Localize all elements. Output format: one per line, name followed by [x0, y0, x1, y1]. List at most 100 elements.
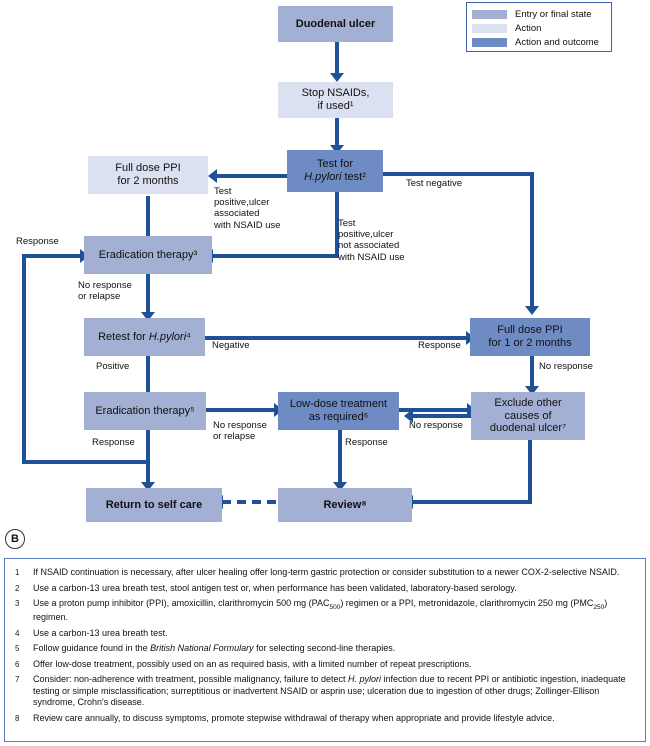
edge-label-positive: Positive	[96, 361, 130, 372]
edge-label-no-response-mid: No response	[409, 420, 463, 431]
footnote-item: 1 If NSAID continuation is necessary, af…	[15, 567, 635, 579]
connector-ppi1or2m-to-exclude	[530, 356, 534, 394]
node-label-eradication-therapy-5: Eradication therapy⁵	[95, 404, 195, 417]
footnote-text: Consider: non-adherence with treatment, …	[33, 674, 626, 708]
legend-swatch-action	[472, 23, 507, 33]
node-review[interactable]: Review⁸	[278, 488, 412, 522]
node-full-dose-ppi-2-months[interactable]: Full dose PPI for 2 months	[88, 156, 208, 194]
footnote-text: If NSAID continuation is necessary, afte…	[33, 567, 620, 577]
connector-exclude-down	[528, 440, 532, 504]
edge-label-no-response-right: No response	[539, 361, 593, 372]
edge-label-response-bottom-left: Response	[92, 437, 135, 448]
legend-item-action: Action	[472, 21, 606, 35]
connector-lowdose-to-review	[338, 430, 342, 488]
panel-label-b: B	[5, 529, 25, 549]
footnote-item: 4 Use a carbon-13 urea breath test.	[15, 628, 635, 640]
connector-stop-to-test	[335, 118, 339, 150]
footnote-text: Follow guidance found in the British Nat…	[33, 643, 396, 654]
connector-test-negative-right	[383, 172, 534, 176]
legend-label-entry: Entry or final state	[515, 8, 592, 20]
connector-test-negative-down	[530, 172, 534, 312]
node-label-exclude-other-causes: Exclude other causes of duodenal ulcer⁷	[489, 397, 567, 435]
edge-label-test-negative: Test negative	[406, 178, 462, 189]
footnote-number: 4	[15, 628, 20, 638]
connector-lowdose-to-exclude	[399, 408, 471, 412]
footnote-number: 8	[15, 713, 20, 723]
arrowhead-stop-nsaids	[330, 73, 344, 82]
connector-test-to-ppi2m	[216, 174, 287, 178]
footnote-text: Use a carbon-13 urea breath test, stool …	[33, 582, 517, 593]
footnote-number: 3	[15, 599, 20, 609]
connector-erad3-to-retest	[146, 274, 150, 318]
node-eradication-therapy-3[interactable]: Eradication therapy³	[84, 236, 212, 274]
node-test-for-hpylori[interactable]: Test for H.pylori test²	[287, 150, 383, 192]
footnote-item: 3 Use a proton pump inhibitor (PPI), amo…	[15, 598, 635, 624]
footnote-item: 8 Review care annually, to discuss sympt…	[15, 713, 635, 725]
node-retest-for-hpylori[interactable]: Retest for H.pylori⁴	[84, 318, 205, 356]
connector-ulcer-to-stop	[335, 42, 339, 78]
connector-retest-to-erad5	[146, 356, 150, 400]
edge-label-response-left-top: Response	[16, 236, 59, 247]
edge-label-no-response-or-relapse-2: No response or relapse	[213, 420, 267, 443]
connector-test-down	[335, 192, 339, 258]
connector-response-loop-top	[22, 254, 84, 258]
node-duodenal-ulcer[interactable]: Duodenal ulcer	[278, 6, 393, 42]
footnote-text: Use a carbon-13 urea breath test.	[33, 627, 168, 638]
legend-label-action: Action	[515, 22, 542, 34]
arrowhead-ppi2m	[208, 169, 217, 183]
node-label-test-for-hpylori: Test for H.pylori test²	[304, 158, 366, 183]
connector-response-loop-left	[22, 254, 26, 464]
node-eradication-therapy-5[interactable]: Eradication therapy⁵	[84, 392, 206, 430]
legend-item-both: Action and outcome	[472, 35, 606, 49]
connector-review-to-selfcare-dashed	[222, 500, 278, 504]
legend-swatch-both	[472, 37, 507, 47]
legend-item-entry: Entry or final state	[472, 7, 606, 21]
node-label-duodenal-ulcer: Duodenal ulcer	[295, 17, 376, 30]
legend: Entry or final state Action Action and o…	[466, 2, 612, 52]
edge-label-response-right-mid: Response	[418, 340, 461, 351]
edge-label-negative: Negative	[212, 340, 250, 351]
arrowhead-exclude-top	[525, 386, 539, 395]
connector-erad5-to-selfcare	[146, 430, 150, 488]
footnote-item: 6 Offer low-dose treatment, possibly use…	[15, 659, 635, 671]
node-label-eradication-therapy-3: Eradication therapy³	[98, 248, 198, 261]
connector-erad5-to-lowdose	[206, 408, 278, 412]
node-low-dose-treatment[interactable]: Low-dose treatment as required⁶	[278, 392, 399, 430]
footnote-item: 7 Consider: non-adherence with treatment…	[15, 674, 635, 709]
arrowhead-retest	[141, 312, 155, 321]
arrowhead-lowdose-right	[404, 409, 413, 423]
arrowhead-selfcare	[141, 482, 155, 491]
connector-exclude-to-review	[412, 500, 532, 504]
legend-swatch-entry	[472, 9, 507, 19]
footnotes-panel: 1 If NSAID continuation is necessary, af…	[4, 558, 646, 742]
arrowhead-ppi1or2m	[525, 306, 539, 315]
footnote-number: 7	[15, 675, 20, 685]
footnote-text: Use a proton pump inhibitor (PPI), amoxi…	[33, 598, 608, 623]
node-return-to-self-care[interactable]: Return to self care	[86, 488, 222, 522]
connector-response-loop-bottom	[22, 460, 148, 464]
footnote-text: Review care annually, to discuss symptom…	[33, 712, 555, 723]
connector-retest-negative	[205, 336, 470, 340]
footnote-text: Offer low-dose treatment, possibly used …	[33, 658, 472, 669]
node-stop-nsaids[interactable]: Stop NSAIDs, if used¹	[278, 82, 393, 118]
arrowhead-test	[330, 145, 344, 154]
footnote-number: 1	[15, 568, 20, 577]
legend-label-both: Action and outcome	[515, 36, 599, 48]
node-label-return-to-self-care: Return to self care	[105, 498, 203, 511]
node-full-dose-ppi-1-or-2-months[interactable]: Full dose PPI for 1 or 2 months	[470, 318, 590, 356]
edge-label-test-positive-nsaid: Test positive,ulcer associated with NSAI…	[214, 186, 281, 231]
node-label-full-dose-ppi-2-months: Full dose PPI for 2 months	[115, 162, 181, 187]
node-label-low-dose-treatment: Low-dose treatment as required⁶	[289, 398, 388, 423]
node-label-full-dose-ppi-1-or-2-months: Full dose PPI for 1 or 2 months	[488, 324, 572, 349]
node-label-retest-for-hpylori: Retest for H.pylori⁴	[98, 330, 191, 343]
footnote-item: 5 Follow guidance found in the British N…	[15, 643, 635, 655]
edge-label-test-positive-not-nsaid: Test positive,ulcer not associated with …	[338, 218, 405, 263]
node-exclude-other-causes[interactable]: Exclude other causes of duodenal ulcer⁷	[471, 392, 585, 440]
connector-test-to-erad3	[212, 254, 339, 258]
node-label-review: Review⁸	[323, 498, 367, 511]
footnote-number: 2	[15, 583, 20, 593]
footnote-item: 2 Use a carbon-13 urea breath test, stoo…	[15, 583, 635, 595]
node-label-stop-nsaids: Stop NSAIDs, if used¹	[301, 87, 370, 112]
connector-ppi2m-to-erad3	[146, 196, 150, 244]
footnote-number: 5	[15, 644, 20, 654]
